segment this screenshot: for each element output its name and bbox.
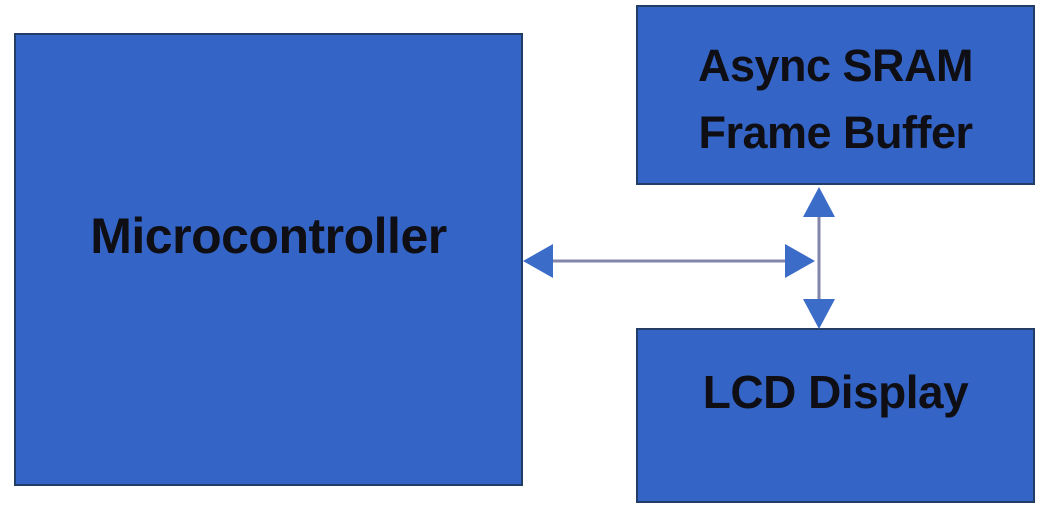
arrowhead-down-icon (803, 299, 835, 329)
arrowhead-up-icon (803, 187, 835, 217)
frame-buffer-label-line2: Frame Buffer (698, 107, 973, 158)
arrowhead-right-icon (785, 244, 815, 278)
frame-buffer-label-line1: Async SRAM (697, 39, 974, 91)
mcu-bus-double-arrow (523, 244, 815, 278)
async-sram-frame-buffer-block: Async SRAM Frame Buffer (636, 5, 1035, 185)
microcontroller-label: Microcontroller (90, 208, 447, 264)
lcd-display-label: LCD Display (702, 366, 969, 418)
arrowhead-left-icon (523, 244, 553, 278)
lcd-display-block: LCD Display (636, 328, 1035, 503)
microcontroller-block: Microcontroller (14, 33, 523, 486)
sram-lcd-double-arrow (803, 187, 835, 329)
